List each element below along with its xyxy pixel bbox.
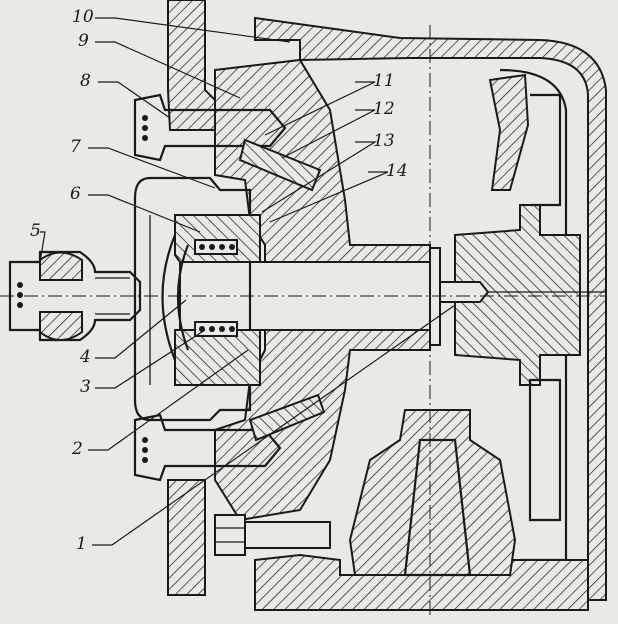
callout-7: 7: [70, 137, 81, 157]
spring-upper: [194, 239, 238, 255]
callout-13: 13: [373, 131, 395, 151]
leader-lines: [39, 17, 456, 546]
callout-9: 9: [78, 31, 89, 51]
hose-fitting-5: [8, 250, 142, 342]
callout-5: 5: [30, 221, 41, 241]
callout-12: 12: [373, 99, 395, 119]
callout-2: 2: [71, 439, 83, 459]
callout-labels: 10 9 8 11 12 7 13 14 6 5 4 3 2 1: [30, 7, 408, 554]
callout-11: 11: [373, 71, 395, 91]
fitting-lower: [133, 393, 326, 596]
bevel-gear: [348, 409, 517, 577]
fitting-upper: [133, 0, 322, 192]
callout-1: 1: [76, 534, 87, 554]
spring-lower: [194, 321, 238, 337]
end-cover: [133, 176, 261, 422]
callout-14: 14: [386, 161, 408, 181]
callout-3: 3: [80, 377, 91, 397]
callout-8: 8: [80, 71, 91, 91]
callout-10: 10: [72, 7, 94, 27]
bolt: [214, 514, 331, 556]
callout-6: 6: [70, 184, 81, 204]
callout-4: 4: [79, 347, 91, 367]
